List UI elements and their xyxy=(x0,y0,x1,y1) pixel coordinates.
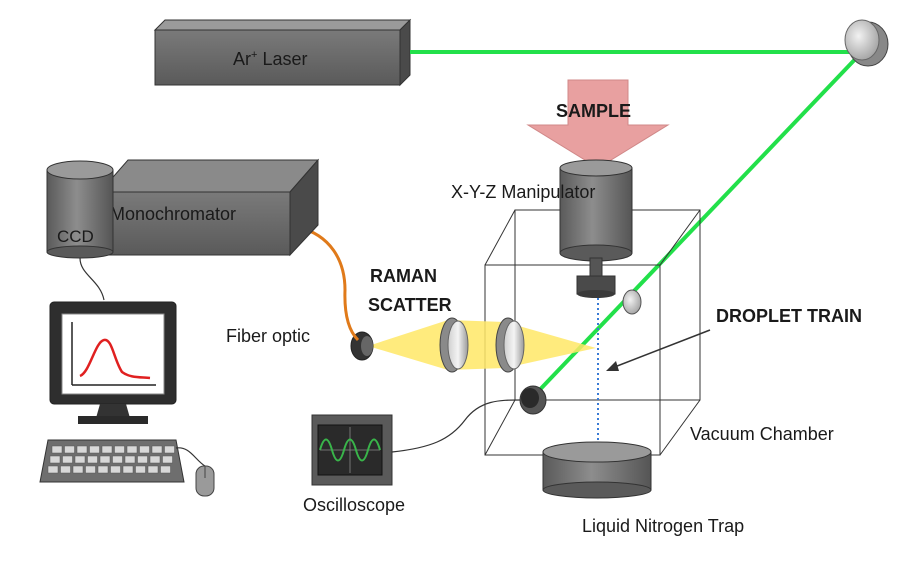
focusing-mirror xyxy=(519,385,547,415)
sample-label: SAMPLE xyxy=(556,101,631,121)
chamber-window xyxy=(622,289,642,315)
keyboard-key xyxy=(151,445,163,454)
keyboard-key xyxy=(160,465,171,474)
fiber-cable xyxy=(297,225,360,342)
monochromator-label: Monochromator xyxy=(110,204,236,224)
keyboard-key xyxy=(124,455,136,464)
raman-light xyxy=(368,320,596,370)
keyboard-key xyxy=(89,445,100,454)
scope-waveform xyxy=(319,438,381,462)
ccd-label: CCD xyxy=(57,227,94,246)
raman-label-line2: SCATTER xyxy=(368,295,452,315)
laser-unit: Ar+ Laser xyxy=(153,18,412,87)
oscilloscope xyxy=(311,414,393,486)
keyboard-key xyxy=(99,455,111,464)
computer-monitor xyxy=(49,301,177,424)
keyboard-key xyxy=(85,465,96,474)
keyboard-key xyxy=(147,465,159,474)
nitrogen-trap xyxy=(542,441,652,499)
keyboard-key xyxy=(74,455,86,464)
monochromator: Monochromator xyxy=(98,158,320,257)
collection-lens-1 xyxy=(439,317,469,373)
mouse-cable xyxy=(175,447,206,467)
droplet-train-label: DROPLET TRAIN xyxy=(716,306,862,326)
keyboard-key xyxy=(72,465,84,474)
scope-cable xyxy=(391,399,521,453)
keyboard-key xyxy=(139,445,150,454)
collection-lens-2 xyxy=(495,317,525,373)
droplet-pointer-arrow xyxy=(611,329,711,369)
vacuum-chamber-label: Vacuum Chamber xyxy=(690,424,834,444)
keyboard-key xyxy=(114,445,125,454)
ccd-camera: CCD xyxy=(46,160,114,259)
keyboard-key xyxy=(87,455,98,464)
keyboard-key xyxy=(49,455,61,464)
keyboard-key xyxy=(64,445,75,454)
fiber-optic-label: Fiber optic xyxy=(226,326,310,346)
keyboard-key xyxy=(97,465,109,474)
keyboard-key xyxy=(149,455,161,464)
spectrum-curve xyxy=(79,338,151,380)
keyboard-key xyxy=(162,455,173,464)
keyboard-key xyxy=(135,465,146,474)
droplet-pointer-head xyxy=(606,361,619,371)
sample-arrow: SAMPLE xyxy=(526,79,670,169)
keyboard-key xyxy=(122,465,134,474)
manipulator-label: X-Y-Z Manipulator xyxy=(451,182,595,202)
xyz-manipulator xyxy=(559,159,633,298)
keyboard-key xyxy=(62,455,73,464)
laser-beam xyxy=(410,50,864,402)
keyboard-key xyxy=(51,445,63,454)
keyboard-key xyxy=(110,465,121,474)
laser-label: Ar+ Laser xyxy=(233,49,307,69)
keyboard-keys xyxy=(47,445,175,474)
keyboard-key xyxy=(112,455,123,464)
raman-label-line1: RAMAN xyxy=(370,266,437,286)
keyboard-key xyxy=(164,445,175,454)
keyboard-key xyxy=(76,445,88,454)
keyboard-key xyxy=(137,455,148,464)
keyboard-key xyxy=(101,445,113,454)
oscilloscope-label: Oscilloscope xyxy=(303,495,405,515)
nitrogen-trap-label: Liquid Nitrogen Trap xyxy=(582,516,744,536)
keyboard-key xyxy=(47,465,59,474)
computer-mouse xyxy=(195,465,215,497)
keyboard-key xyxy=(60,465,71,474)
ccd-cable xyxy=(79,257,105,301)
turning-mirror xyxy=(844,19,889,67)
keyboard-key xyxy=(126,445,138,454)
